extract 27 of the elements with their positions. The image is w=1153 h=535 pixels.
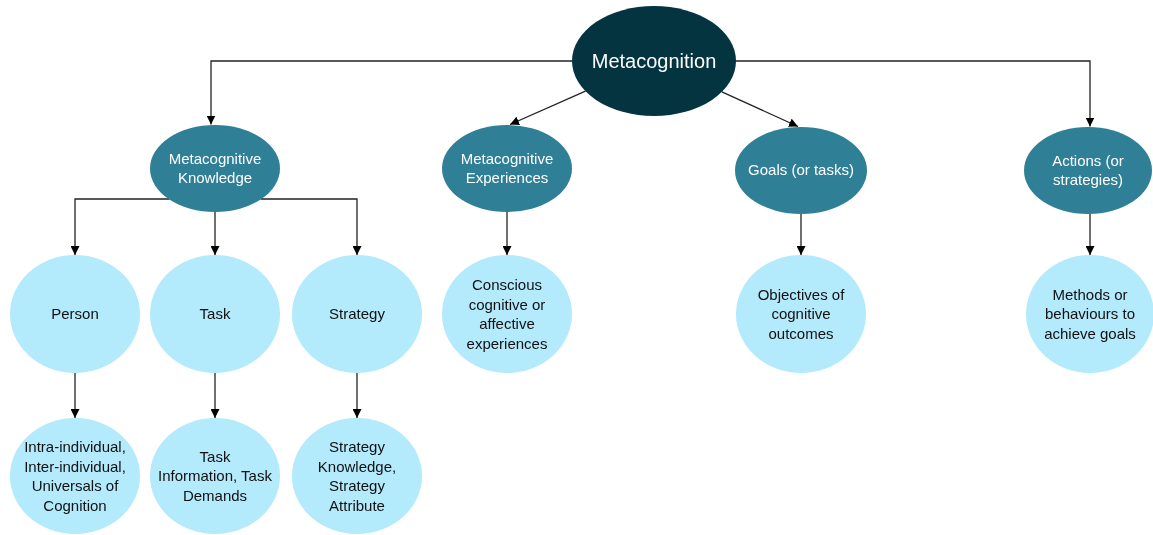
- node-label: Actions (or strategies): [1051, 150, 1125, 190]
- arrow: [721, 91, 799, 128]
- node-label: Methods or behaviours to achieve goals: [1043, 284, 1137, 344]
- node-label: Intra-individual, Inter-individual, Universals of Cognition: [23, 437, 127, 515]
- node-label: Conscious cognitive or affective experiences: [465, 275, 549, 353]
- node-label: Strategy: [329, 304, 385, 324]
- arrow: [210, 210, 220, 256]
- node-label: Metacognitive Experiences: [459, 148, 555, 188]
- node-label: Metacognition: [591, 49, 717, 74]
- node-label: Strategy Knowledge, Strategy Attribute: [316, 437, 398, 515]
- node-label: Person: [51, 304, 99, 324]
- arrow: [1085, 212, 1095, 256]
- node-label: Goals (or tasks): [748, 160, 854, 180]
- arrow: [735, 60, 1095, 128]
- node-label: Metacognitive Knowledge: [167, 148, 263, 188]
- arrow: [70, 372, 80, 419]
- arrow: [206, 60, 573, 126]
- node-label: Task: [199, 304, 231, 324]
- arrow: [509, 90, 587, 126]
- arrow: [210, 372, 220, 419]
- node-label: Task Information, Task Demands: [158, 446, 272, 506]
- node-label: Objectives of cognitive outcomes: [756, 284, 846, 344]
- arrow: [352, 372, 362, 419]
- arrow: [70, 198, 171, 256]
- arrow: [796, 212, 806, 256]
- arrow: [259, 198, 362, 256]
- arrow: [502, 210, 512, 256]
